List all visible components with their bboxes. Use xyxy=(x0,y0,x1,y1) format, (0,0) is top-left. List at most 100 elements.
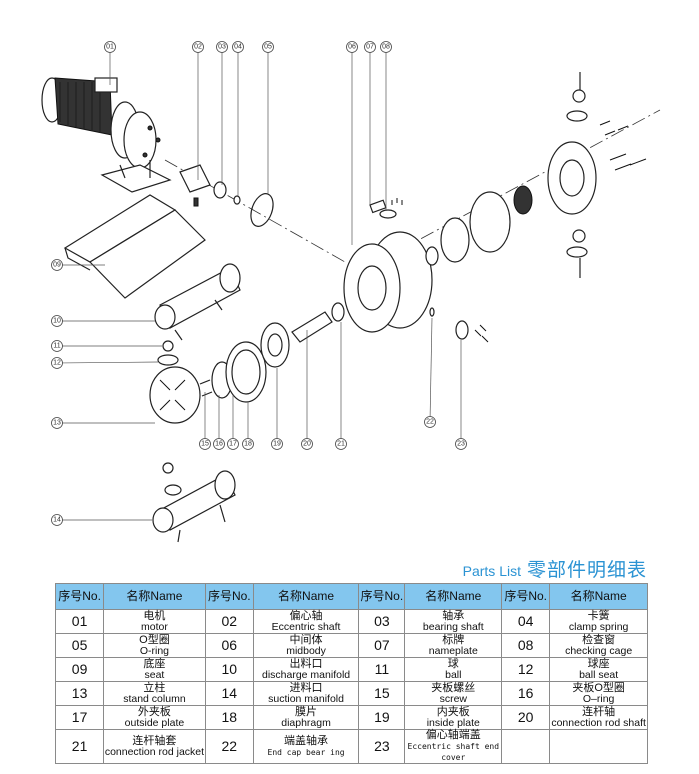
part-name-chinese: 偏心轴端盖 xyxy=(425,729,481,741)
part-name-english: checking cage xyxy=(565,644,633,657)
callout-circle xyxy=(213,438,225,450)
callout-circle xyxy=(51,357,63,369)
part-name-chinese: 检查窗 xyxy=(582,633,616,646)
part-name-english: outside plate xyxy=(124,716,185,729)
callout-circle xyxy=(51,417,63,429)
part-name-chinese: 电机 xyxy=(143,609,166,622)
part-name-english: connection rod jacket xyxy=(104,745,205,758)
part-name-chinese: 夹板螺丝 xyxy=(431,681,476,694)
part-number: 06 xyxy=(204,633,254,658)
part-name-chinese: O型圈 xyxy=(139,633,170,646)
part-name-chinese: 立柱 xyxy=(143,681,166,694)
part-name-chinese: 连杆轴 xyxy=(582,705,616,718)
part-name-chinese: 中间体 xyxy=(289,633,323,646)
callout-label: 06 xyxy=(348,44,356,51)
callout-label: 08 xyxy=(382,44,390,51)
header-no: 序号No. xyxy=(501,583,551,610)
part-number: 18 xyxy=(204,705,254,730)
callout-circle xyxy=(262,41,274,53)
callout-13: 13 xyxy=(51,417,155,429)
callout-circle xyxy=(301,438,313,450)
part-number: 11 xyxy=(358,657,406,682)
part-number: 22 xyxy=(204,729,254,764)
leader-line xyxy=(429,317,433,417)
part-number: 19 xyxy=(358,705,406,730)
exploded-pump-diagram: 0102030405060708091011121314151617181920… xyxy=(41,41,661,543)
part-number: 16 xyxy=(501,681,551,706)
part-name-chinese: 轴承 xyxy=(442,609,465,622)
callout-circle xyxy=(232,41,244,53)
part-name-chinese: 球座 xyxy=(587,657,610,670)
leader-line xyxy=(62,361,159,364)
part-name-english: End cap bear ing xyxy=(267,747,345,757)
callout-01: 01 xyxy=(104,41,116,85)
header-name: 名称Name xyxy=(252,583,360,610)
part-name-english: bearing shaft xyxy=(422,620,484,633)
part-name-chinese: 端盖轴承 xyxy=(284,734,329,747)
part-number: 13 xyxy=(54,681,105,706)
callout-label: 13 xyxy=(53,420,61,427)
header-no: 序号No. xyxy=(358,583,406,610)
part-name-chinese: 标牌 xyxy=(442,633,465,646)
callout-05: 05 xyxy=(262,41,274,194)
callout-09: 09 xyxy=(51,259,105,271)
callout-circle xyxy=(271,438,283,450)
callout-circle xyxy=(104,41,116,53)
callout-circle xyxy=(242,438,254,450)
part-number xyxy=(501,729,551,764)
part-name-english: O–ring xyxy=(582,692,615,705)
callout-label: 15 xyxy=(201,441,209,448)
callout-circle xyxy=(346,41,358,53)
part-name-chinese: 外夹板 xyxy=(137,705,171,718)
part-number: 05 xyxy=(54,633,105,658)
right-side-drawing xyxy=(425,72,647,343)
callout-label: 10 xyxy=(53,318,61,325)
callout-label: 01 xyxy=(106,44,114,51)
part-number: 08 xyxy=(501,633,551,658)
part-name-english: seat xyxy=(144,668,165,681)
callout-circle xyxy=(335,438,347,450)
callout-label: 02 xyxy=(194,44,202,51)
part-name-english: clamp spring xyxy=(568,620,629,633)
callout-label: 17 xyxy=(229,441,237,448)
part-number: 23 xyxy=(358,729,406,764)
callout-10: 10 xyxy=(51,315,155,327)
header-name: 名称Name xyxy=(103,583,206,610)
part-name-english: inside plate xyxy=(426,716,480,729)
callout-circle xyxy=(424,416,436,428)
part-number: 03 xyxy=(358,609,406,634)
motor-drawing xyxy=(41,77,172,193)
part-number: 15 xyxy=(358,681,406,706)
part-name-chinese: 球 xyxy=(447,657,459,670)
callout-label: 04 xyxy=(234,44,242,51)
callout-label: 22 xyxy=(426,419,434,426)
part-number: 10 xyxy=(204,657,254,682)
callout-circle xyxy=(380,41,392,53)
callout-circle xyxy=(216,41,228,53)
discharge-manifold-drawing xyxy=(154,263,241,341)
part-name-english: motor xyxy=(141,620,168,633)
callout-15: 15 xyxy=(199,392,211,450)
part-name-chinese: 膜片 xyxy=(295,705,318,718)
callout-circle xyxy=(51,514,63,526)
part-name-english: diaphragm xyxy=(281,716,331,729)
callout-03: 03 xyxy=(216,41,228,185)
part-name-english: ball seat xyxy=(579,668,619,681)
callout-label: 09 xyxy=(53,262,61,269)
part-name-english: O-ring xyxy=(139,644,170,657)
callout-08: 08 xyxy=(380,41,392,210)
